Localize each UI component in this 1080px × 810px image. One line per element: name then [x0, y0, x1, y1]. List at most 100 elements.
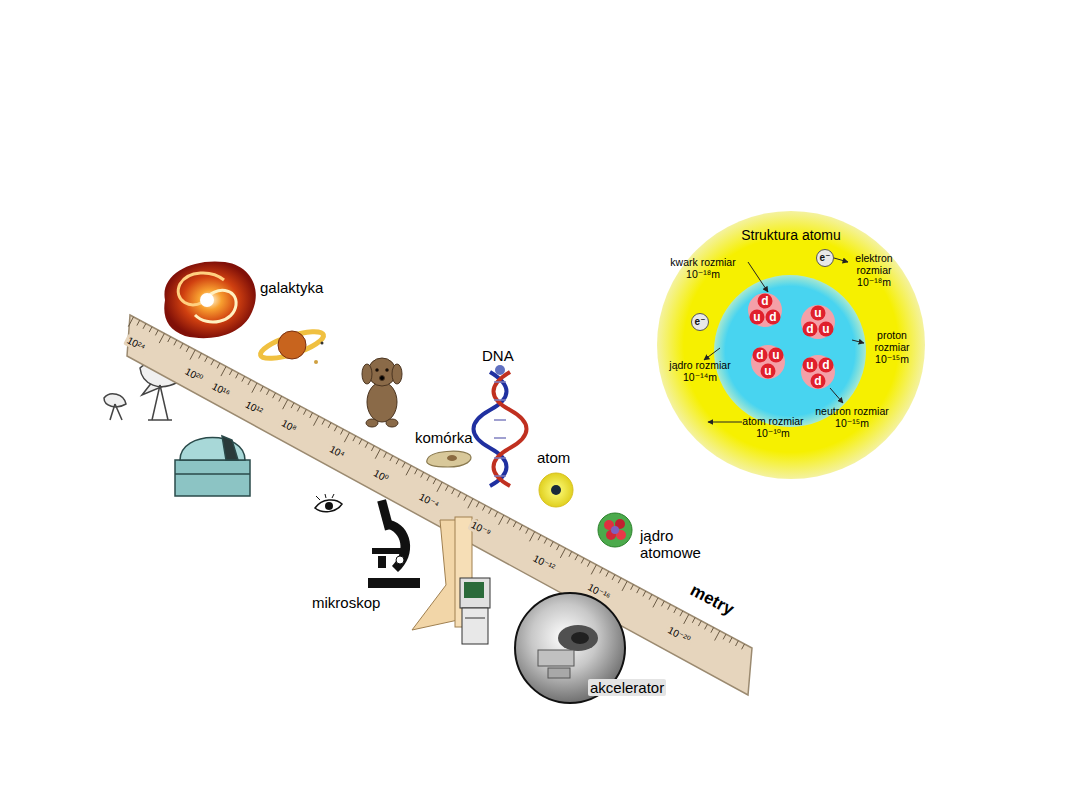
dna-helix	[494, 382, 506, 476]
microscope-picture	[396, 556, 404, 564]
ruler-tick	[538, 535, 541, 540]
ruler-tick	[190, 350, 195, 360]
galaxy-picture	[195, 290, 236, 322]
quark-letter: d	[756, 349, 763, 361]
ruler-tick	[137, 320, 140, 325]
ruler-tick	[421, 472, 424, 477]
dna-helix	[494, 437, 506, 439]
quark-letter: u	[806, 359, 813, 371]
ruler-tick	[661, 601, 664, 606]
ruler-tick	[341, 429, 344, 434]
atom-picture	[551, 485, 561, 495]
ruler-tick	[526, 528, 529, 533]
dog-picture	[380, 376, 385, 381]
ruler	[127, 315, 752, 695]
ruler-tick	[406, 466, 411, 476]
ruler-tick	[180, 343, 183, 348]
eye-symbol	[325, 502, 333, 510]
eye-symbol	[315, 500, 342, 512]
dna-helix	[474, 365, 527, 486]
ruler-tick	[396, 459, 399, 464]
ruler-tick	[606, 571, 609, 576]
ruler-tick	[217, 363, 220, 368]
observatory-dome	[175, 460, 250, 496]
quark-letter: d	[769, 311, 776, 323]
observatory-dome	[175, 473, 250, 475]
saturn-picture	[258, 326, 326, 364]
ruler-tick	[736, 641, 739, 646]
dna-helix	[495, 365, 505, 375]
ruler-tick	[618, 578, 621, 583]
ruler-tick	[715, 631, 720, 641]
atom-picture	[539, 473, 573, 507]
measuring-instrument	[464, 582, 484, 598]
ruler-tick	[334, 426, 337, 431]
dog-picture	[386, 419, 398, 427]
accelerator-picture	[548, 668, 570, 678]
ruler-tick	[674, 608, 677, 613]
ruler-tick	[159, 333, 164, 343]
ruler-tick	[499, 515, 504, 525]
ruler	[127, 315, 752, 695]
dna-helix	[494, 381, 506, 383]
galaxy-picture	[164, 261, 256, 338]
quark-dot	[766, 310, 781, 325]
instrument-label: mikroskop	[312, 594, 380, 611]
nucleon-body	[751, 345, 785, 379]
quark-dot	[803, 322, 818, 337]
radio-telescope	[110, 404, 115, 420]
ruler-tick	[143, 324, 146, 329]
ruler-tick	[437, 482, 442, 492]
nucleon-circle: duu	[750, 344, 786, 380]
ruler-tick	[371, 446, 374, 451]
scale-label: komórka	[415, 429, 473, 446]
dna-helix	[494, 419, 506, 421]
ruler-tick	[600, 568, 603, 573]
cell-picture	[447, 455, 457, 461]
ruler-tick	[560, 548, 565, 558]
ruler-tick	[458, 492, 461, 497]
quark-letter: u	[822, 323, 829, 335]
quark-dot	[753, 348, 768, 363]
quark-dot	[811, 374, 826, 389]
ruler-tick	[587, 561, 590, 566]
quark-letter: u	[764, 365, 771, 377]
observatory-dome	[175, 436, 250, 496]
ruler-tick	[631, 585, 634, 590]
measuring-instrument	[465, 618, 485, 619]
ruler-tick	[649, 594, 652, 599]
radio-telescope	[152, 385, 160, 420]
dna-helix	[494, 457, 506, 459]
nucleus-picture	[598, 513, 632, 547]
atom-title: Struktura atomu	[656, 228, 926, 242]
electron-body	[692, 314, 709, 331]
dna-helix	[494, 372, 527, 486]
ruler-tick	[483, 505, 486, 510]
quark-letter: d	[806, 323, 813, 335]
ruler-tick	[149, 327, 152, 332]
ruler-tick	[507, 518, 510, 523]
ruler-tick	[653, 598, 658, 608]
electron-circle: e⁻	[816, 249, 834, 267]
radio-telescope	[148, 419, 172, 421]
size-callout: neutron rozmiar 10⁻¹⁵m	[812, 405, 892, 429]
microscope-picture	[372, 548, 404, 554]
ruler-tick	[622, 581, 627, 591]
microscope-picture	[368, 578, 420, 588]
ruler-tick	[723, 634, 726, 639]
leader-arrow	[748, 262, 768, 292]
scale-label: jądro atomowe	[640, 527, 702, 562]
ruler-tick	[513, 522, 516, 527]
electron-symbol: e⁻	[695, 317, 706, 327]
ruler-tick	[359, 439, 362, 444]
leader-arrow	[834, 258, 848, 262]
nucleon-body	[748, 293, 782, 327]
ruler-tick	[698, 621, 701, 626]
ruler-tick	[643, 591, 646, 596]
dog-picture	[367, 382, 397, 422]
electron-symbol: e⁻	[820, 253, 831, 263]
leader-arrow	[852, 340, 864, 343]
radio-telescope	[160, 385, 168, 420]
radio-telescope	[115, 404, 122, 420]
saturn-picture	[321, 342, 324, 345]
